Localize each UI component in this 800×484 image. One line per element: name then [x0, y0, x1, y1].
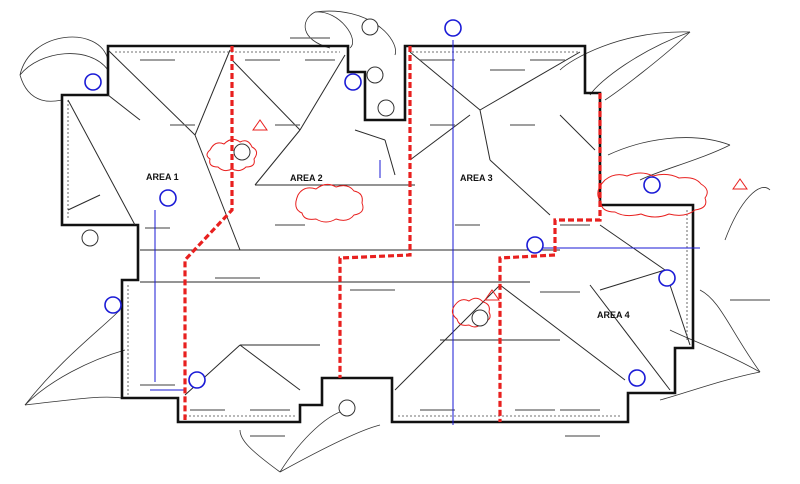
detail-bubble-icon	[81, 229, 99, 247]
revision-triangle-icon	[484, 289, 500, 301]
revision-triangles	[252, 119, 748, 301]
area-label-1: AREA 1	[146, 172, 179, 182]
callout-arcs	[19, 10, 771, 473]
section-marker-icon	[159, 189, 177, 207]
section-marker-icon	[188, 371, 206, 389]
section-marker-icon	[84, 73, 102, 91]
section-marker-icon	[628, 369, 646, 387]
revision-clouds	[206, 138, 708, 328]
revision-triangle-icon	[252, 119, 268, 131]
area-boundaries	[183, 46, 602, 422]
area-label-3: AREA 3	[460, 173, 493, 183]
section-lines	[150, 40, 700, 425]
detail-bubble-icon	[366, 66, 384, 84]
detail-bubble-icon	[471, 309, 489, 327]
gutter-lines	[67, 51, 688, 417]
detail-bubble-icon	[338, 399, 356, 417]
area-labels: AREA 1 AREA 2 AREA 3 AREA 4	[146, 172, 630, 320]
detail-bubble-icon	[377, 99, 395, 117]
section-marker-icon	[444, 19, 462, 37]
detail-bubbles	[81, 18, 489, 417]
detail-bubble-icon	[361, 18, 379, 36]
section-marker-icon	[643, 176, 661, 194]
section-marker-icon	[344, 73, 362, 91]
detail-bubble-icon	[233, 143, 251, 161]
revision-triangle-icon	[732, 178, 748, 190]
area-label-4: AREA 4	[597, 310, 630, 320]
area-label-2: AREA 2	[290, 173, 323, 183]
building-walls	[60, 44, 695, 424]
dimension-tags	[140, 37, 770, 437]
section-marker-icon	[526, 236, 544, 254]
section-marker-icon	[104, 296, 122, 314]
roof-lines	[67, 49, 691, 396]
section-marker-icon	[658, 269, 676, 287]
section-markers	[84, 19, 676, 389]
